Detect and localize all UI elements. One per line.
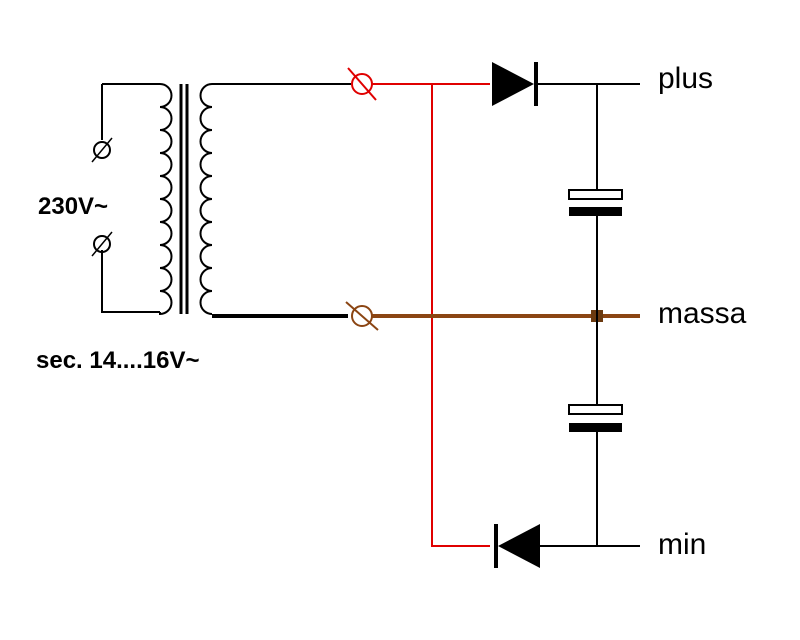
capacitor-top [568,189,623,216]
min-terminal-label: min [658,528,707,561]
primary-wire-bottom [101,250,160,313]
secondary-terminal-bottom [345,301,379,331]
diode-top [492,62,538,106]
mains-input-terminal-bottom [91,231,113,257]
plus-terminal-label: plus [658,62,714,95]
primary-circuit [91,83,160,313]
diode-bottom [494,524,540,568]
primary-winding [159,83,173,316]
capacitor-bottom [568,404,623,432]
secondary-winding [199,83,213,315]
secondary-voltage-label: sec. 14....16V~ [36,347,200,374]
mains-input-terminal-top [91,137,113,163]
ground-terminal-label: massa [658,297,747,330]
ac-line-red [372,83,490,547]
secondary-terminal-top [347,67,377,101]
mains-voltage-label: 230V~ [38,193,109,220]
transformer [159,83,213,316]
transformer-core [179,84,189,314]
